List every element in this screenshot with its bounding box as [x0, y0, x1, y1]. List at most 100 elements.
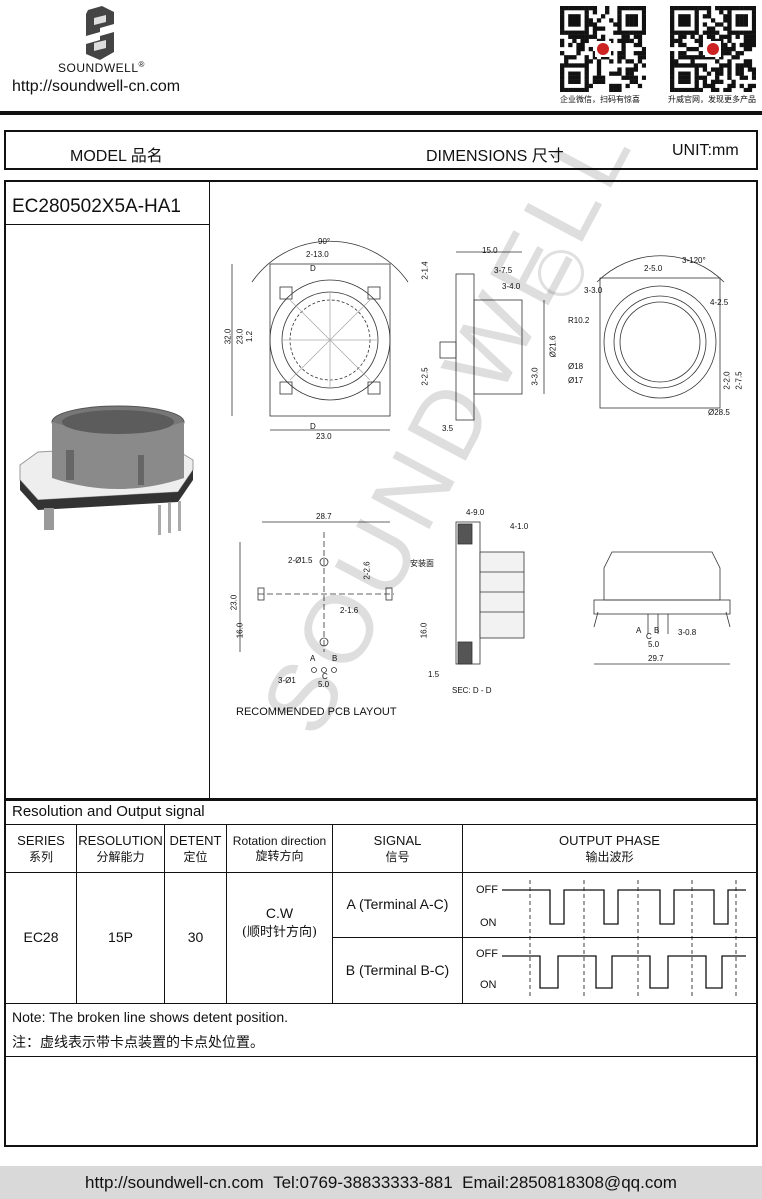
dim-label: 90° [318, 237, 331, 246]
dim-label: 15.0 [482, 246, 498, 255]
dim-label: 1.5 [428, 670, 440, 679]
dim-label: 3-3.0 [584, 286, 603, 295]
dim-label: 2-2.0 [722, 371, 732, 390]
dim-label: 3-4.0 [502, 282, 521, 291]
table-header-rule [6, 872, 756, 873]
spec-sheet-frame [4, 180, 758, 1147]
qr-code-wechat [560, 6, 647, 93]
dim-label: 2-Ø1.5 [288, 556, 313, 565]
wave-b-off-label: OFF [476, 948, 498, 960]
dim-label: 2-5.0 [644, 264, 663, 273]
header-url[interactable]: http://soundwell-cn.com [12, 78, 181, 95]
dim-label: 2-1.4 [420, 261, 430, 280]
qr-code-website [670, 6, 757, 93]
dim-label: 3-Ø1 [278, 676, 296, 685]
dim-label: C [646, 632, 652, 641]
dim-label: 2-13.0 [306, 250, 329, 259]
cell-signal-a: A (Terminal A-C) [346, 896, 449, 913]
column-divider [209, 182, 210, 798]
dim-label: 16.0 [235, 622, 245, 639]
dim-label: 3.5 [442, 424, 454, 433]
dim-label: 28.7 [316, 512, 332, 521]
dim-label: 3-7.5 [494, 266, 513, 275]
dim-label: 4-2.5 [710, 298, 729, 307]
footer-tel: Tel:0769-38833333-881 [273, 1172, 453, 1192]
cell-rotation: C.W(顺时针方向) [241, 905, 318, 940]
section-divider [6, 798, 756, 801]
qr-caption-wechat: 企业微信，扫码有惊喜 [560, 95, 640, 104]
wave-a-off-label: OFF [476, 884, 498, 896]
dim-label: SEC: D - D [452, 686, 492, 695]
table-col-divider [226, 825, 227, 1003]
table-col-divider [462, 825, 463, 1003]
unit-label: UNIT:mm [672, 142, 739, 159]
dim-label: C [322, 672, 328, 681]
title-bar [4, 130, 758, 170]
resolution-section-title: Resolution and Output signal [12, 803, 205, 820]
dim-label: A [636, 626, 642, 635]
dim-label: Ø17 [568, 376, 584, 385]
table-col-divider [76, 825, 77, 1003]
dim-label: 5.0 [648, 640, 660, 649]
cell-signal-b: B (Terminal B-C) [345, 961, 450, 978]
table-bottom-rule [6, 1003, 756, 1004]
table-signal-rule [332, 937, 756, 938]
output-waveforms [500, 876, 750, 998]
dim-label: 16.0 [419, 622, 429, 639]
model-label: MODEL 品名 [70, 148, 163, 165]
watermark-registered-mark [538, 250, 584, 296]
footer-email[interactable]: Email:2850818308@qq.com [462, 1172, 677, 1192]
dim-label: 29.7 [648, 654, 664, 663]
dim-label: 2-1.6 [340, 606, 359, 615]
dim-label: 1.2 [245, 330, 255, 343]
dim-label: B [654, 626, 660, 635]
dimension-drawings: 90° 2-13.0 D D 32.0 23.0 1.2 23.0 15.0 3… [212, 182, 756, 796]
soundwell-logo [80, 6, 120, 62]
dim-label: 安装面 [410, 559, 434, 568]
dim-label: 23.0 [235, 328, 245, 345]
dim-label: Ø18 [568, 362, 584, 371]
dim-label: Ø28.5 [708, 408, 730, 417]
dim-label: 23.0 [229, 594, 239, 611]
note-chinese: 注：虚线表示带卡点装置的卡点处位置。 [12, 1035, 264, 1051]
table-col-divider [164, 825, 165, 1003]
dim-label: A [310, 654, 316, 663]
dim-label: 2-7.5 [734, 371, 744, 390]
model-row-divider [6, 224, 210, 225]
dim-label: D [310, 264, 316, 273]
table-col-divider [332, 825, 333, 1003]
model-name: EC280502X5A-HA1 [12, 196, 181, 217]
pcb-layout-caption: RECOMMENDED PCB LAYOUT [236, 706, 397, 718]
qr-caption-website: 升威官网，发现更多产品 [668, 95, 756, 104]
note-english: Note: The broken line shows detent posit… [12, 1009, 289, 1025]
cell-resolution: 15P [108, 929, 133, 946]
wave-b-on-label: ON [480, 979, 497, 991]
dim-label: 5.0 [318, 680, 330, 689]
dim-label: 4-9.0 [466, 508, 485, 517]
dim-label: 3-120° [682, 256, 706, 265]
cell-detent: 30 [187, 929, 204, 946]
cell-series: EC28 [23, 929, 59, 946]
dim-label: B [332, 654, 338, 663]
brand-name: SOUNDWELL® [58, 60, 145, 75]
dim-label: 4-1.0 [510, 522, 529, 531]
dim-label: 32.0 [223, 328, 233, 345]
dimensions-label: DIMENSIONS 尺寸 [426, 148, 564, 165]
dim-label: 3-0.8 [678, 628, 697, 637]
header-divider [0, 111, 762, 115]
dim-label: 23.0 [316, 432, 332, 441]
wave-a-on-label: ON [480, 917, 497, 929]
notes-divider [6, 1056, 756, 1057]
footer-url[interactable]: http://soundwell-cn.com [85, 1172, 264, 1192]
dim-label: R10.2 [568, 316, 590, 325]
table-top-rule [6, 824, 756, 825]
dim-label: D [310, 422, 316, 431]
footer-bar: http://soundwell-cn.com Tel:0769-3883333… [0, 1166, 762, 1199]
product-photo [18, 400, 198, 545]
